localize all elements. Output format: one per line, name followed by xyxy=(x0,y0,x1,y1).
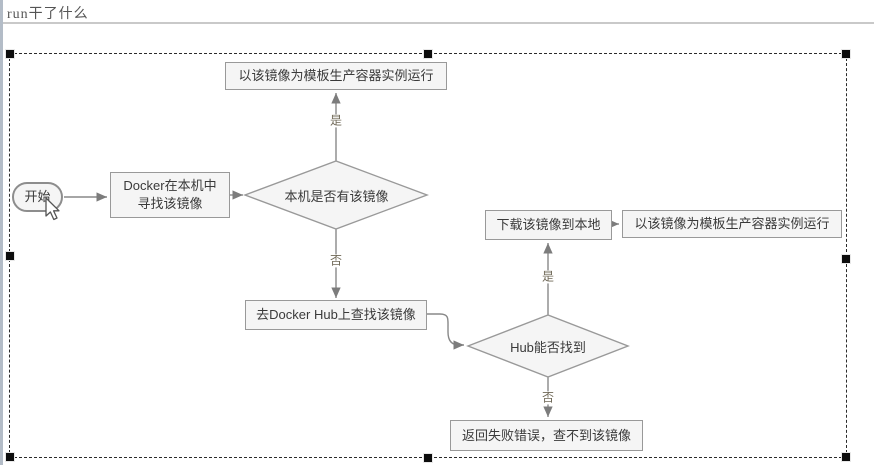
node-return-error[interactable]: 返回失败错误，查不到该镜像 xyxy=(450,420,643,451)
node-search-hub-label: 去Docker Hub上查找该镜像 xyxy=(256,307,416,323)
edge-label-yes-hub[interactable]: 是 xyxy=(540,269,556,284)
title-separator xyxy=(3,22,874,24)
node-start-label: 开始 xyxy=(24,189,51,205)
resize-handle-bottom-right[interactable] xyxy=(842,453,850,461)
node-run-instance-right[interactable]: 以该镜像为模板生产容器实例运行 xyxy=(622,210,842,238)
node-find-local-line2: 寻找该镜像 xyxy=(137,196,203,211)
node-run-instance-top[interactable]: 以该镜像为模板生产容器实例运行 xyxy=(225,62,447,90)
document-title: run干了什么 xyxy=(7,7,89,22)
resize-handle-bottom-middle[interactable] xyxy=(424,454,432,462)
node-download-image[interactable]: 下载该镜像到本地 xyxy=(485,210,612,240)
selection-bounding-box xyxy=(6,50,850,462)
decision-hub-found[interactable]: Hub能否找到 xyxy=(510,339,586,355)
resize-handle-right-middle[interactable] xyxy=(842,254,850,263)
node-run-instance-right-label: 以该镜像为模板生产容器实例运行 xyxy=(634,216,830,232)
resize-handle-left-middle[interactable] xyxy=(6,251,14,260)
node-return-error-label: 返回失败错误，查不到该镜像 xyxy=(461,427,631,443)
resize-handle-top-left[interactable] xyxy=(6,50,14,58)
edge-label-no-local[interactable]: 否 xyxy=(328,253,344,268)
resize-handle-top-right[interactable] xyxy=(842,50,850,58)
resize-handle-bottom-left[interactable] xyxy=(6,453,14,461)
edge-label-yes-local[interactable]: 是 xyxy=(328,113,344,128)
window-left-border xyxy=(0,0,3,465)
resize-handle-top-middle[interactable] xyxy=(424,50,432,58)
node-download-image-label: 下载该镜像到本地 xyxy=(496,217,601,233)
node-find-local[interactable]: Docker在本机中 寻找该镜像 xyxy=(110,172,230,218)
edge-label-no-hub[interactable]: 否 xyxy=(540,390,556,405)
mouse-cursor-icon xyxy=(45,197,60,221)
node-run-instance-top-label: 以该镜像为模板生产容器实例运行 xyxy=(238,68,434,84)
decision-has-local[interactable]: 本机是否有该镜像 xyxy=(284,188,389,204)
node-find-local-line1: Docker在本机中 xyxy=(123,178,217,194)
node-search-hub[interactable]: 去Docker Hub上查找该镜像 xyxy=(245,300,427,330)
